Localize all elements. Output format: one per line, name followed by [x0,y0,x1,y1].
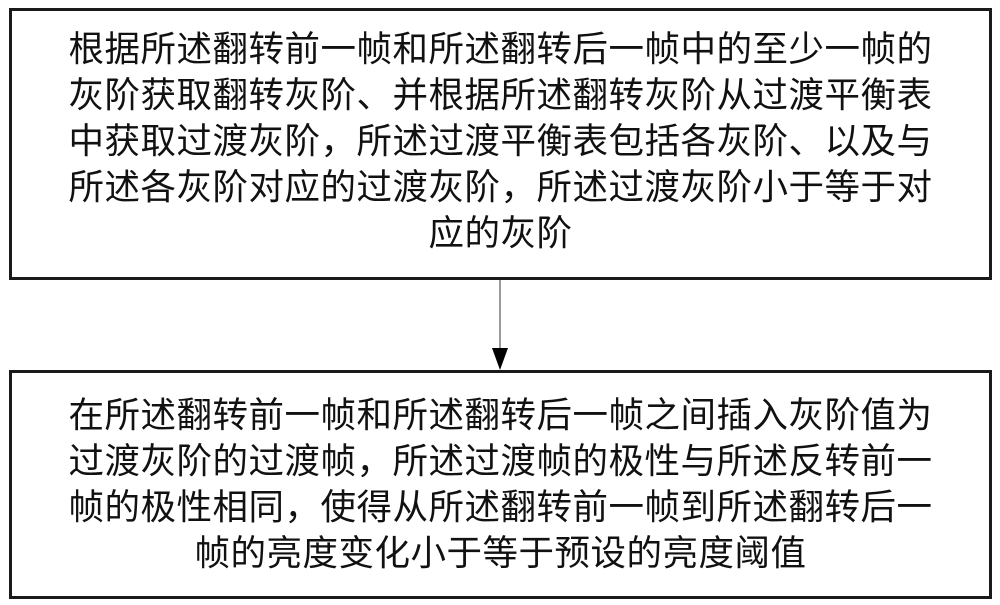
step-1-text-line: 根据所述翻转前一帧和所述翻转后一帧中的至少一帧的 [68,29,933,70]
flow-arrow-shaft [499,280,501,358]
step-2-text-line: 帧的亮度变化小于等于预设的亮度阈值 [194,533,807,574]
arrow-down-icon [492,348,508,370]
flowchart-step-1-box: 根据所述翻转前一帧和所述翻转后一帧中的至少一帧的 灰阶获取翻转灰阶、并根据所述翻… [9,8,992,280]
step-2-text-line: 在所述翻转前一帧和所述翻转后一帧之间插入灰阶值为 [68,395,933,436]
step-1-text-line: 所述各灰阶对应的过渡灰阶，所述过渡灰阶小于等于对 [68,167,933,208]
step-1-text-line: 灰阶获取翻转灰阶、并根据所述翻转灰阶从过渡平衡表 [68,75,933,116]
step-2-text-line: 过渡灰阶的过渡帧，所述过渡帧的极性与所述反转前一 [68,441,933,482]
flowchart-step-2-box: 在所述翻转前一帧和所述翻转后一帧之间插入灰阶值为 过渡灰阶的过渡帧，所述过渡帧的… [9,370,992,599]
step-2-text-line: 帧的极性相同，使得从所述翻转前一帧到所述翻转后一 [68,487,933,528]
step-1-text-line: 应的灰阶 [428,213,573,254]
step-1-text-line: 中获取过渡灰阶，所述过渡平衡表包括各灰阶、以及与 [68,121,933,162]
